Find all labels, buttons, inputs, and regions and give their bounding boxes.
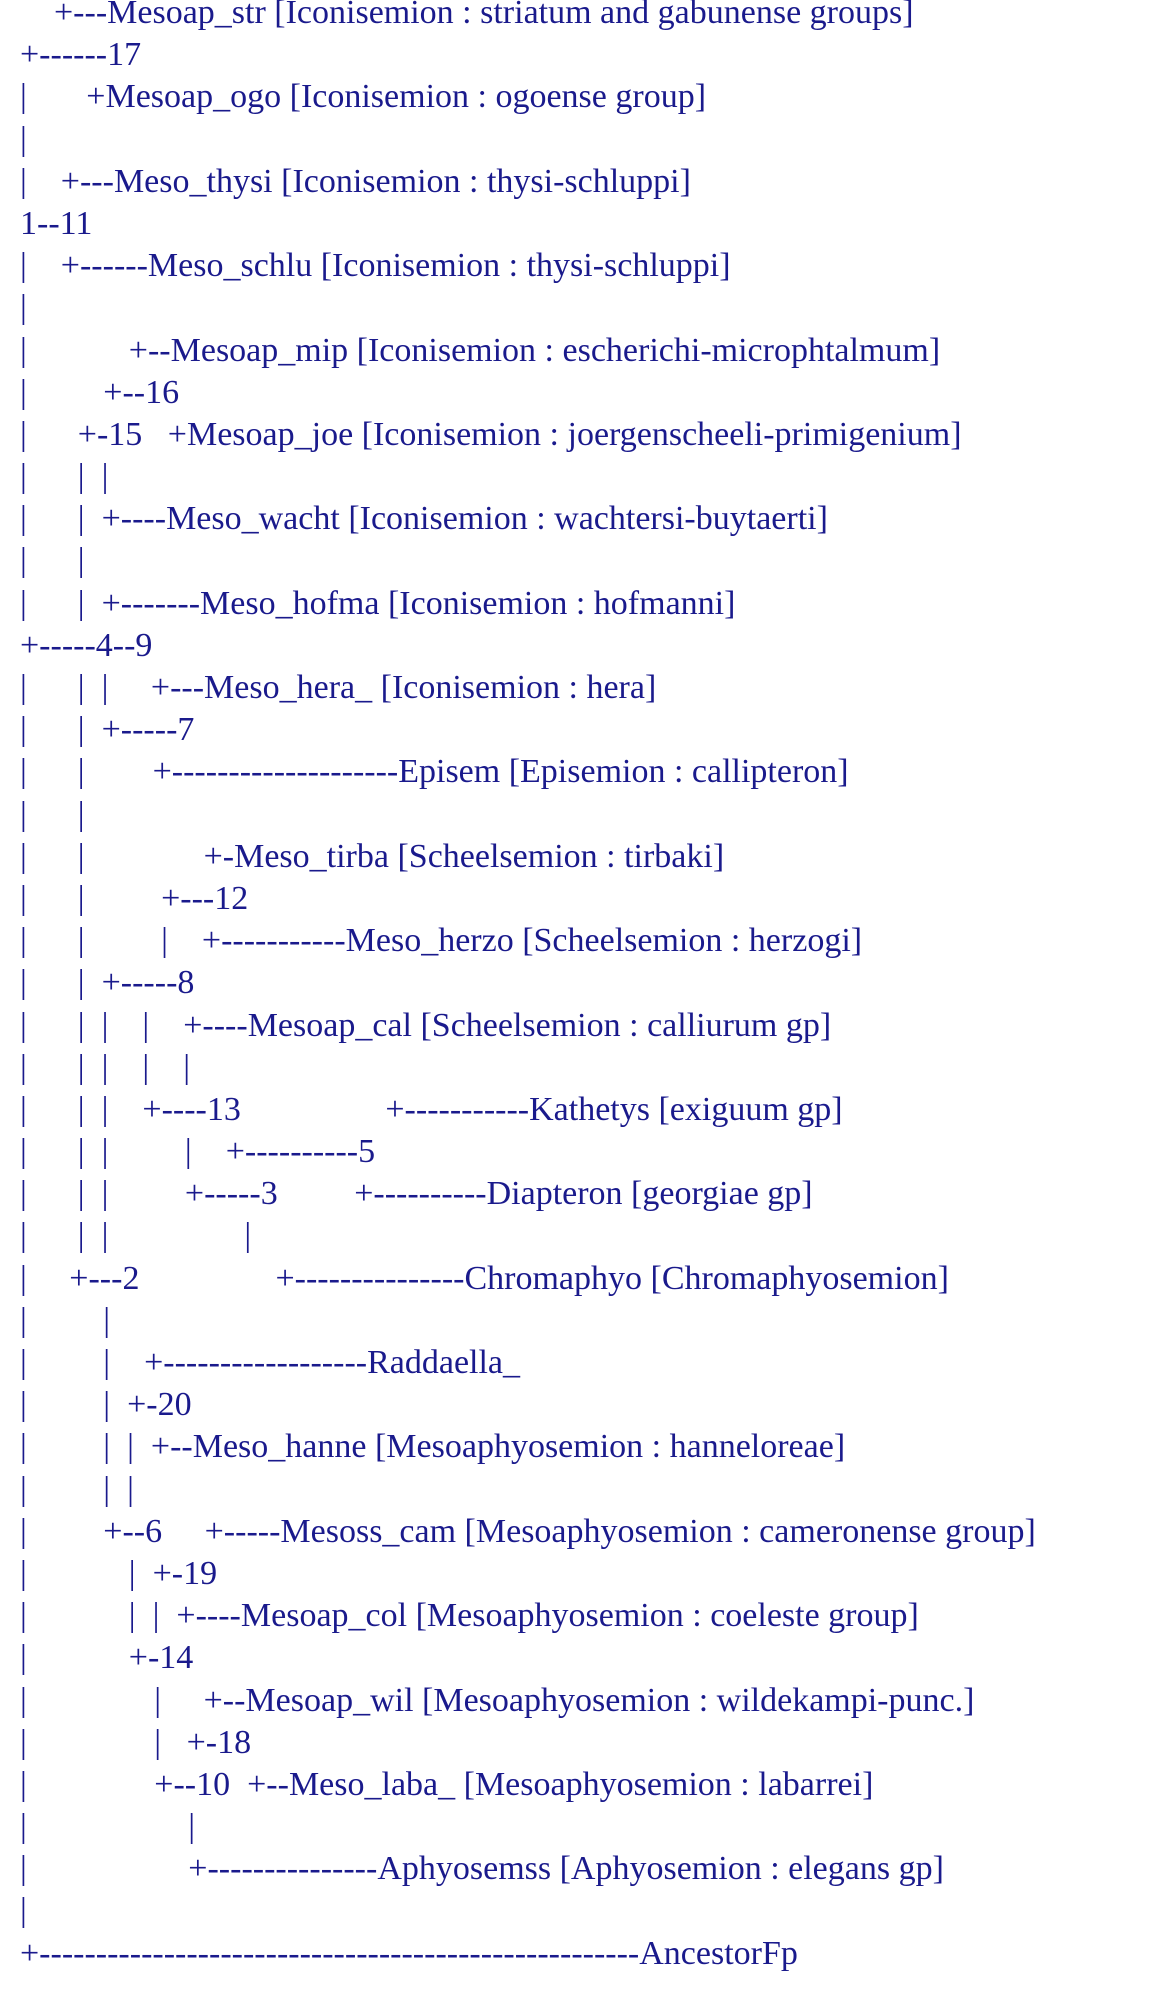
tree-line: | | +---12	[20, 879, 249, 917]
tree-line: | | +-19	[20, 1554, 218, 1592]
tree-line: | +--Mesoap_mip [Iconisemion : escherich…	[20, 331, 941, 369]
tree-line: | | | | +----------5	[20, 1133, 376, 1171]
tree-line: +------17	[20, 36, 142, 74]
tree-line: | | +----Meso_wacht [Iconisemion : wacht…	[20, 500, 828, 538]
tree-line: | | | | |	[20, 1048, 191, 1086]
tree-line: | | +-----7	[20, 711, 195, 749]
tree-line: | |	[20, 1301, 111, 1339]
tree-line: | +---------------Aphyosemss [Aphyosemio…	[20, 1850, 944, 1888]
tree-line: | | +--------------------Episem [Episemi…	[20, 753, 849, 791]
tree-line: |	[20, 120, 27, 158]
tree-line: +---Mesoap_str [Iconisemion : striatum a…	[20, 0, 914, 31]
tree-line: | +--16	[20, 373, 180, 411]
tree-line: | | | +----Mesoap_col [Mesoaphyosemion :…	[20, 1597, 919, 1635]
tree-line: | | | +----13 +-----------Kathetys [exig…	[20, 1090, 843, 1128]
tree-line: | | +-----8	[20, 964, 195, 1002]
tree-line: |	[20, 1892, 27, 1930]
tree-line: | +Mesoap_ogo [Iconisemion : ogoense gro…	[20, 78, 707, 116]
tree-line: | | | +--Meso_hanne [Mesoaphyosemion : h…	[20, 1428, 846, 1466]
tree-line: | | +-18	[20, 1723, 252, 1761]
tree-line: | +--6 +-----Mesoss_cam [Mesoaphyosemion…	[20, 1512, 1036, 1550]
tree-line: | |	[20, 1808, 196, 1846]
tree-line: | | | |	[20, 1217, 252, 1255]
tree-line: | | |	[20, 458, 109, 496]
tree-line: | | +--Mesoap_wil [Mesoaphyosemion : wil…	[20, 1681, 975, 1719]
tree-line: | | +------------------Raddaella_	[20, 1344, 521, 1381]
tree-line: | +---Meso_thysi [Iconisemion : thysi-sc…	[20, 162, 691, 200]
tree-line: | |	[20, 795, 85, 833]
tree-line: | +---2 +---------------Chromaphyo [Chro…	[20, 1259, 949, 1297]
tree-line: | | +-20	[20, 1386, 192, 1424]
tree-line: | +------Meso_schlu [Iconisemion : thysi…	[20, 247, 731, 285]
tree-line: |	[20, 289, 27, 327]
tree-line: +---------------------------------------…	[20, 1934, 798, 1972]
tree-line: | | +-------Meso_hofma [Iconisemion : ho…	[20, 584, 736, 622]
tree-line: | | | | +----Mesoap_cal [Scheelsemion : …	[20, 1006, 832, 1044]
tree-line: | +-15 +Mesoap_joe [Iconisemion : joerge…	[20, 415, 962, 453]
phylogenetic-tree: +---Mesoap_str [Iconisemion : striatum a…	[20, 0, 1036, 1975]
tree-line: | | | +-----3 +----------Diapteron [geor…	[20, 1175, 813, 1213]
tree-line: | | |	[20, 1470, 134, 1508]
tree-line: | |	[20, 542, 85, 580]
tree-line: +-----4--9	[20, 626, 153, 664]
tree-line: | | | +-----------Meso_herzo [Scheelsemi…	[20, 922, 863, 960]
tree-line: | +-14	[20, 1639, 194, 1677]
tree-line: | | +-Meso_tirba [Scheelsemion : tirbaki…	[20, 837, 725, 875]
tree-line: | +--10 +--Meso_laba_ [Mesoaphyosemion :…	[20, 1765, 874, 1803]
tree-line: | | | +---Meso_hera_ [Iconisemion : hera…	[20, 669, 657, 706]
tree-line: 1--11	[20, 204, 93, 242]
